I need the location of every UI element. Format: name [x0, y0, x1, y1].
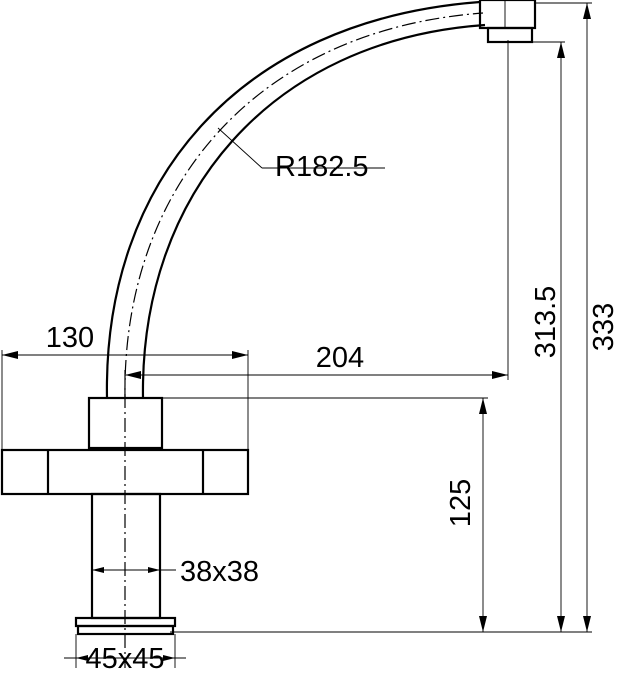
- extension-lines: [1, 2, 592, 668]
- base-section-label: 45x45: [85, 643, 164, 675]
- base-height-dimension: [479, 398, 487, 632]
- total-height-label: 333: [588, 303, 620, 351]
- handle-width-label: 130: [46, 322, 94, 354]
- spout-inner-wall: [141, 23, 486, 399]
- spout-outer-wall: [105, 0, 481, 399]
- spout-tip: [478, 0, 537, 44]
- lower-column: [90, 492, 162, 620]
- total-height-dimension: [583, 3, 591, 632]
- radius-leader: [217, 127, 385, 169]
- reach-label: 204: [316, 342, 364, 374]
- body-section-dimension: [92, 567, 176, 573]
- radius-label: R182.5: [275, 151, 369, 183]
- body-section-label: 38x38: [180, 556, 259, 588]
- spout-height-label: 313.5: [530, 286, 562, 359]
- reach-dimension: [125, 371, 508, 379]
- base-section-dimension: [64, 655, 186, 661]
- spout-centerline: [124, 12, 484, 399]
- handle-width-dimension: [2, 351, 248, 359]
- base-height-label: 125: [445, 479, 477, 527]
- spout-height-dimension: [557, 42, 565, 632]
